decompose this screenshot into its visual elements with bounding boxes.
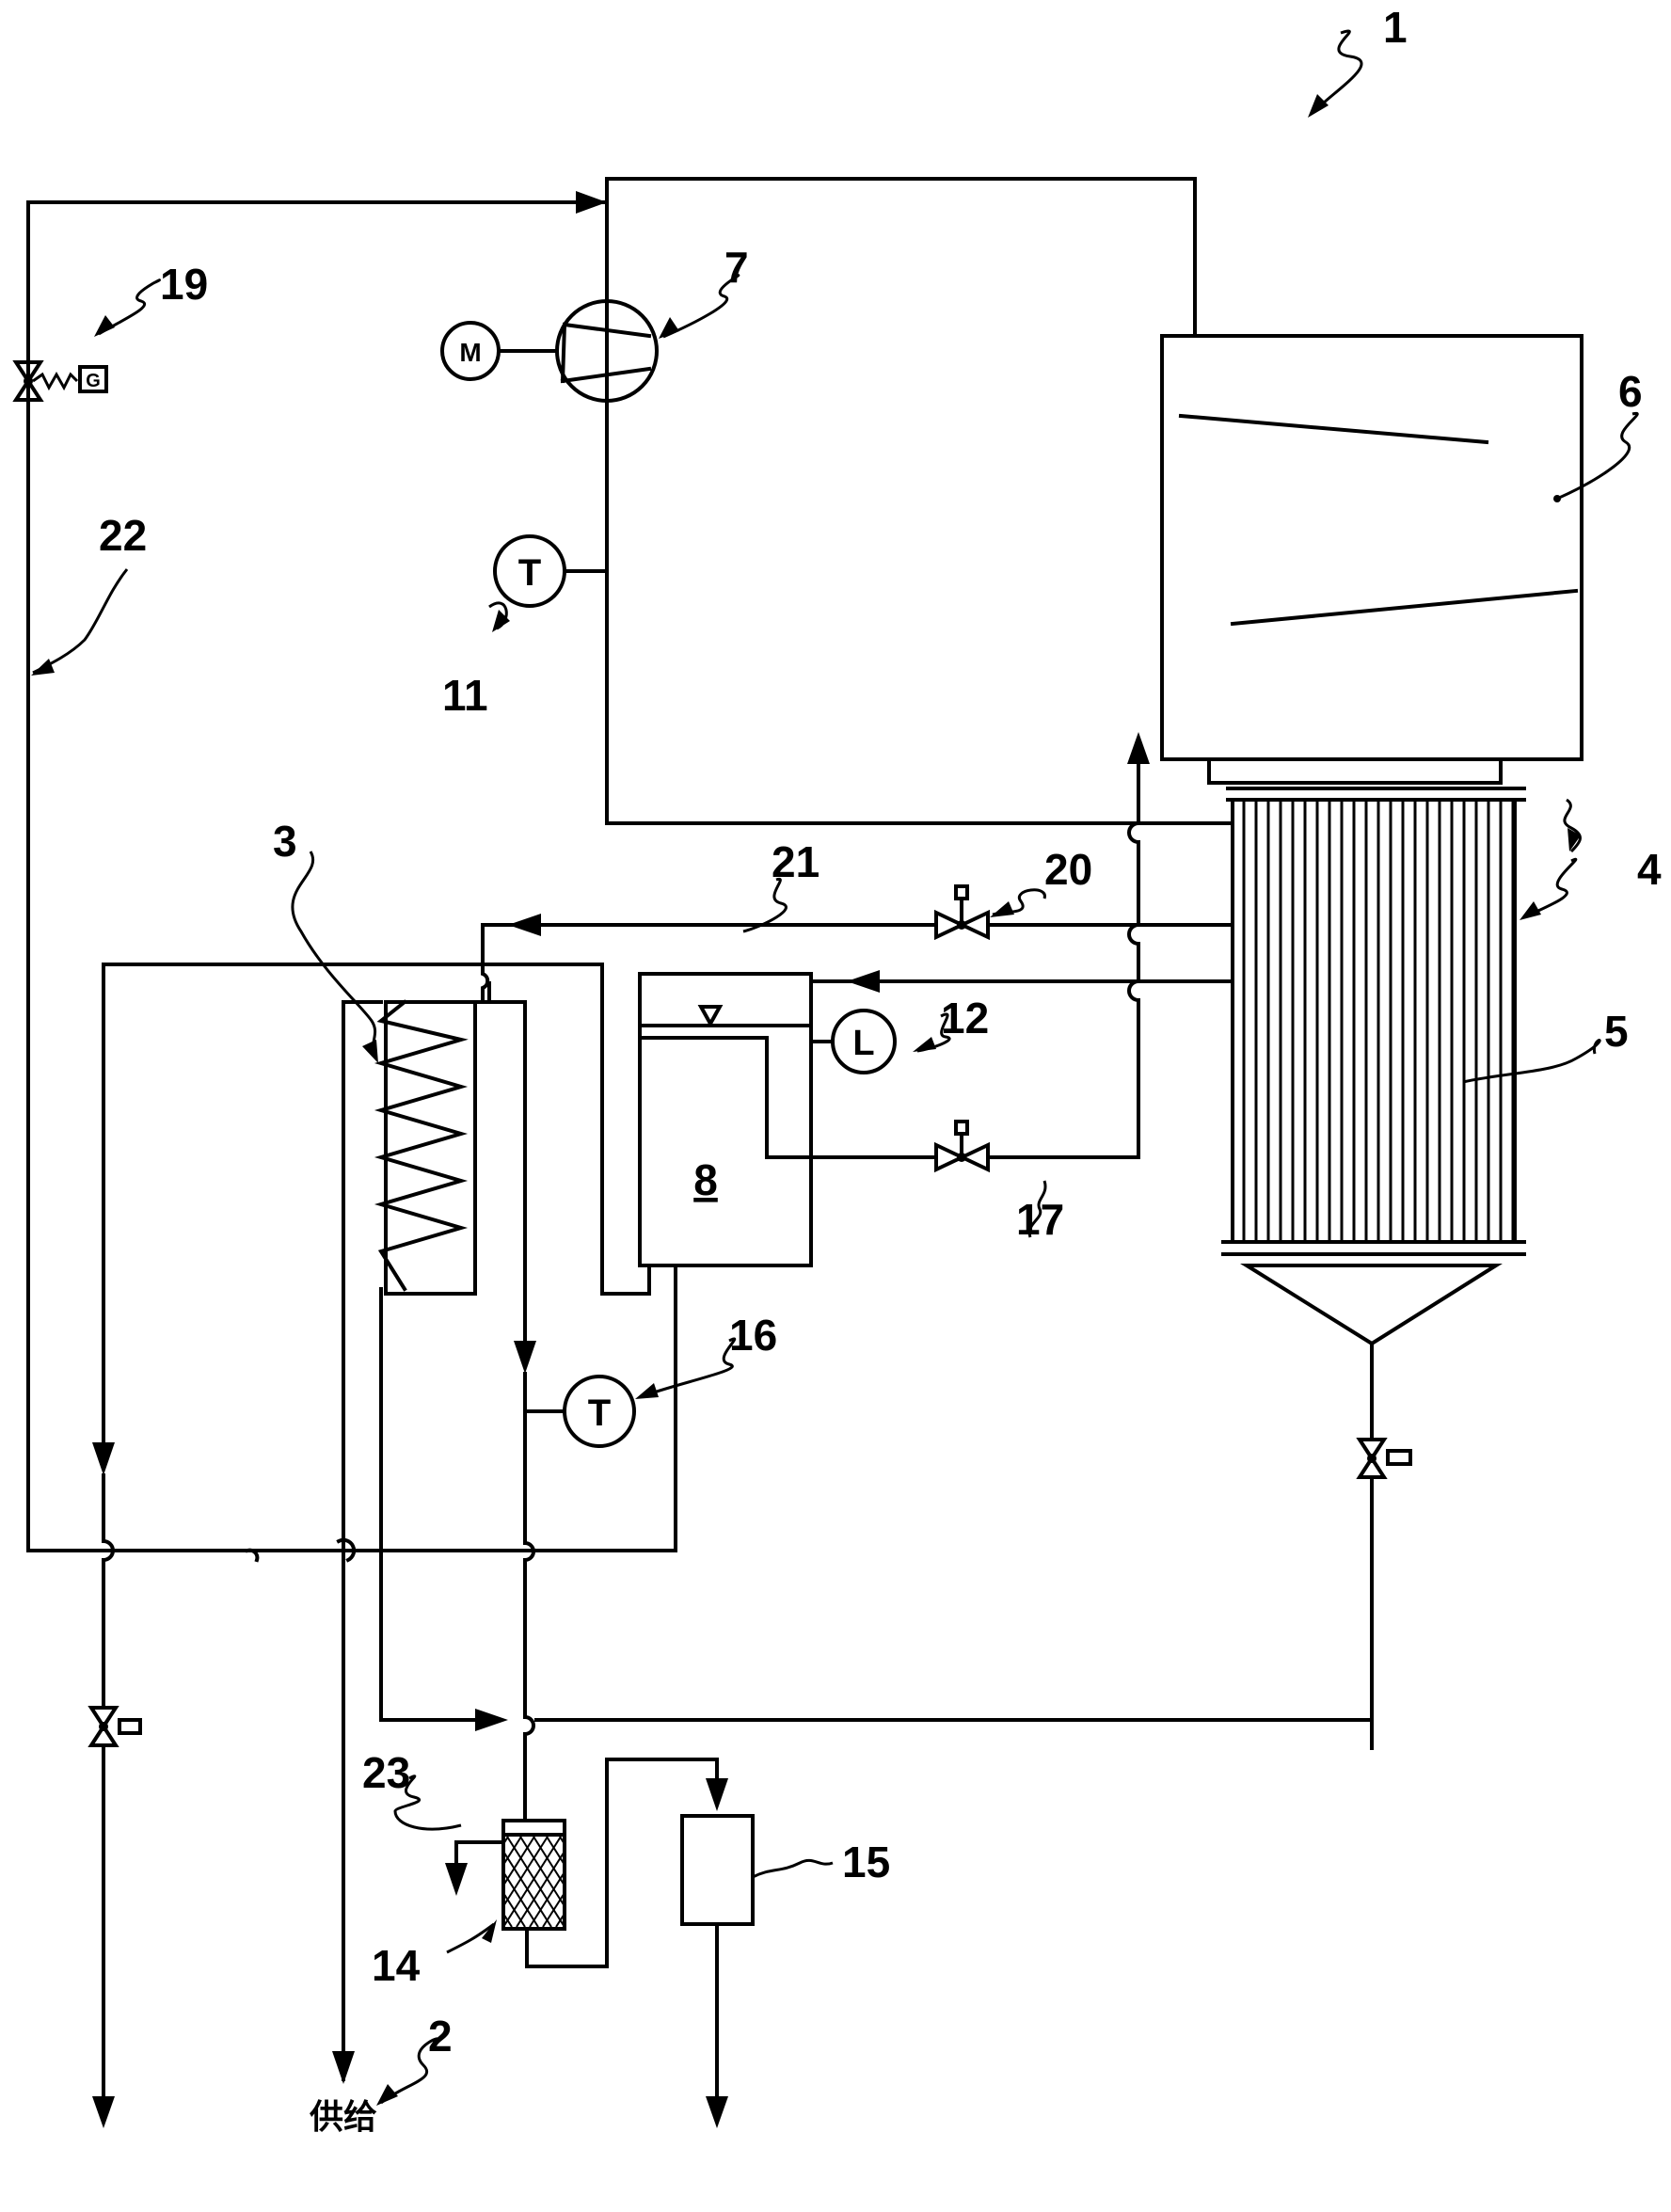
left-drain-line — [88, 963, 142, 2128]
valve-20 — [934, 884, 990, 941]
top-recirculation-loop — [26, 177, 1234, 1552]
temp-symbol-11: T — [518, 552, 541, 594]
line-17 — [765, 1120, 1140, 1173]
label-12: 12 — [941, 994, 989, 1042]
label-2: 2 — [428, 2012, 453, 2061]
motor-symbol: M — [459, 338, 481, 367]
filter-14 — [445, 1758, 728, 1968]
tube-bundle — [1242, 802, 1515, 1240]
drain-valve-hx — [1356, 1409, 1412, 1750]
label-20: 20 — [1044, 845, 1092, 894]
label-8: 8 — [693, 1155, 718, 1204]
line-21 — [481, 914, 1234, 966]
reference-numerals: 1 19 7 6 22 11 3 21 20 4 12 5 17 16 23 1… — [99, 3, 1662, 2061]
label-5: 5 — [1604, 1007, 1629, 1056]
supply-label: 供给 — [310, 2098, 377, 2137]
label-4: 4 — [1637, 845, 1662, 894]
temperature-sensor-16: T — [523, 1375, 636, 1448]
label-23: 23 — [362, 1748, 410, 1797]
leader-lines — [31, 29, 1639, 2106]
label-15: 15 — [842, 1838, 890, 1886]
label-21: 21 — [772, 837, 820, 886]
label-1: 1 — [1383, 3, 1408, 52]
actuator-symbol: G — [86, 371, 101, 391]
separator-vessel-6 — [1160, 334, 1583, 761]
line-21-down — [481, 963, 536, 1771]
temp-symbol-16: T — [588, 1392, 611, 1434]
label-6: 6 — [1618, 367, 1643, 416]
supply-line-2: 供给 — [310, 1000, 383, 2137]
label-17: 17 — [1016, 1195, 1064, 1244]
compressor — [555, 299, 659, 403]
flow-arrow — [576, 191, 607, 214]
temperature-sensor-11: T — [493, 534, 609, 608]
level-symbol: L — [852, 1024, 874, 1063]
line-to-separator — [1127, 732, 1150, 1159]
heat-exchanger-4 — [1207, 757, 1526, 1413]
label-3: 3 — [273, 817, 297, 866]
label-19: 19 — [160, 260, 208, 309]
label-14: 14 — [372, 1941, 421, 1990]
level-sensor-12: L — [809, 1009, 897, 1074]
label-11: 11 — [442, 671, 488, 720]
bottom-return-line — [245, 1548, 1374, 1731]
filter-mesh — [505, 1837, 563, 1927]
label-7: 7 — [724, 243, 749, 292]
motor-icon: M — [440, 321, 559, 381]
hx-to-tank-line — [809, 970, 1234, 993]
valve-19: G — [12, 360, 108, 402]
label-16: 16 — [729, 1311, 777, 1360]
label-22: 22 — [99, 511, 147, 560]
tank-8: 8 — [26, 963, 813, 1552]
unit-15 — [680, 1814, 755, 2128]
